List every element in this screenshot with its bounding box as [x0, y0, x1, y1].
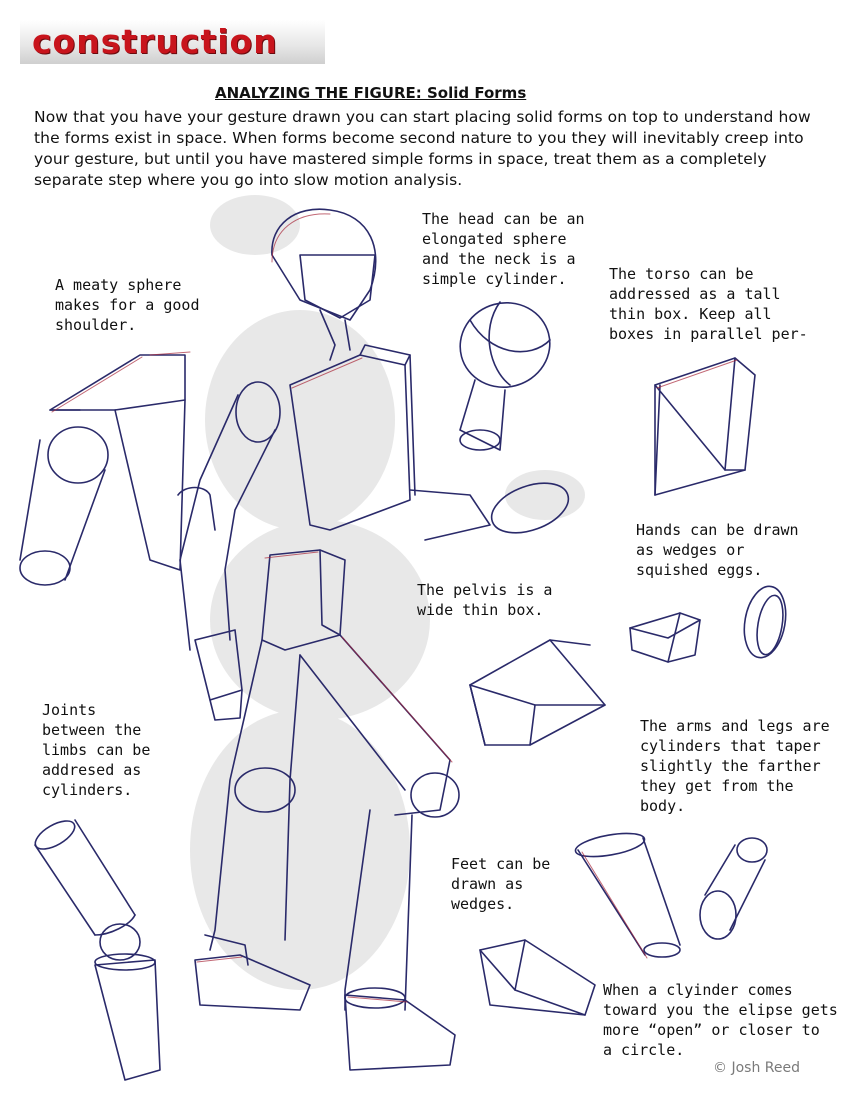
page-heading: ANALYZING THE FIGURE: Solid Forms: [215, 84, 527, 102]
walking-figure: [177, 208, 570, 1071]
limb-cylinders-example: [574, 832, 768, 958]
title-banner: construction: [20, 20, 325, 64]
note-limbs: The arms and legs are cylinders that tap…: [640, 717, 830, 815]
note-torso: The torso can be addressed as a tall thi…: [609, 265, 808, 343]
copyright-text: © Josh Reed: [713, 1060, 800, 1076]
hands-example: [629, 585, 787, 663]
torso-example: [654, 357, 756, 496]
note-pelvis: The pelvis is a wide thin box.: [417, 581, 553, 619]
pelvis-example: [469, 639, 606, 746]
shoulder-example: [19, 354, 186, 586]
intro-paragraph: Now that you have your gesture drawn you…: [34, 108, 811, 189]
note-feet: Feet can be drawn as wedges.: [451, 855, 551, 913]
note-joints: Joints between the limbs can be addresed…: [42, 701, 151, 799]
note-hands: Hands can be drawn as wedges or squished…: [636, 521, 799, 579]
joints-example: [34, 819, 161, 1081]
note-cylinder: When a clyinder comes toward you the eli…: [603, 981, 838, 1059]
note-head: The head can be an elongated sphere and …: [422, 210, 585, 288]
head-example: [459, 301, 551, 451]
figure-shading: [190, 195, 585, 990]
banner-title: construction: [32, 22, 278, 61]
red-ink-accents: [51, 213, 738, 1003]
feet-example: [479, 939, 596, 1016]
note-shoulder: A meaty sphere makes for a good shoulder…: [55, 276, 200, 334]
